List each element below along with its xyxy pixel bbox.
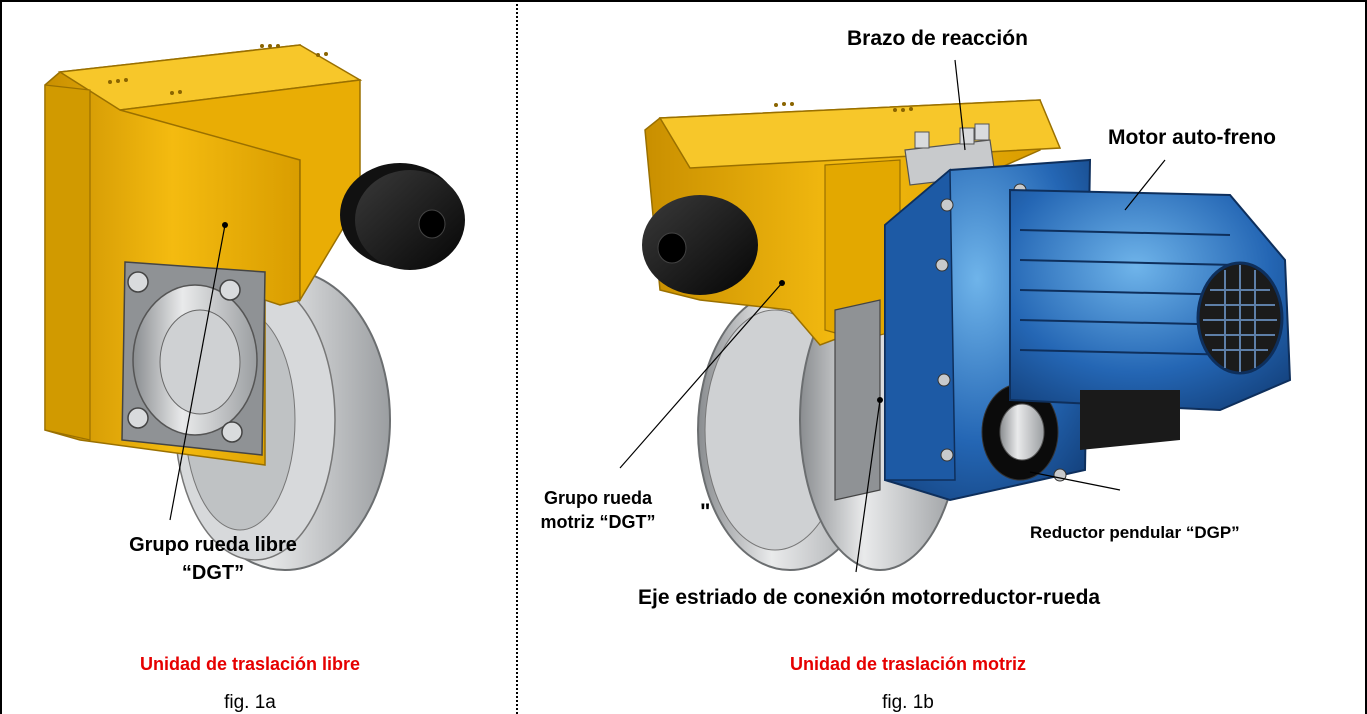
free-wheel-group-illustration <box>44 44 465 571</box>
free-wheel-label-line1: Grupo rueda libre <box>129 534 297 556</box>
fig-1b: fig. 1b <box>882 692 934 713</box>
drive-wheel-label: Grupo rueda motriz “DGT” <box>533 486 663 534</box>
drive-wheel-group-illustration <box>619 59 1292 573</box>
leader-line-free <box>169 224 226 521</box>
brake-motor-label: Motor auto-freno <box>1108 126 1276 149</box>
free-wheel-label: Grupo rueda libre “DGT” <box>88 531 338 587</box>
drive-unit-caption: Unidad de traslación motriz <box>789 654 1027 674</box>
reaction-arm-label: Brazo de reacción <box>847 27 1028 50</box>
rubber-buffer <box>355 170 465 270</box>
splined-shaft-label: Eje estriado de conexión motorreductor-r… <box>638 586 1101 609</box>
stray-quote-mark: " <box>700 499 711 524</box>
drive-wheel-label-line2: motriz “DGT” <box>540 512 656 532</box>
pendular-reducer-label: Reductor pendular “DGP” <box>1030 523 1240 542</box>
fig-1a: fig. 1a <box>224 692 276 713</box>
free-wheel-label-line2: “DGT” <box>181 562 245 584</box>
free-unit-caption: Unidad de traslación libre <box>139 654 361 674</box>
drive-wheel-label-line1: Grupo rueda <box>543 488 652 508</box>
panel-divider <box>516 0 518 714</box>
